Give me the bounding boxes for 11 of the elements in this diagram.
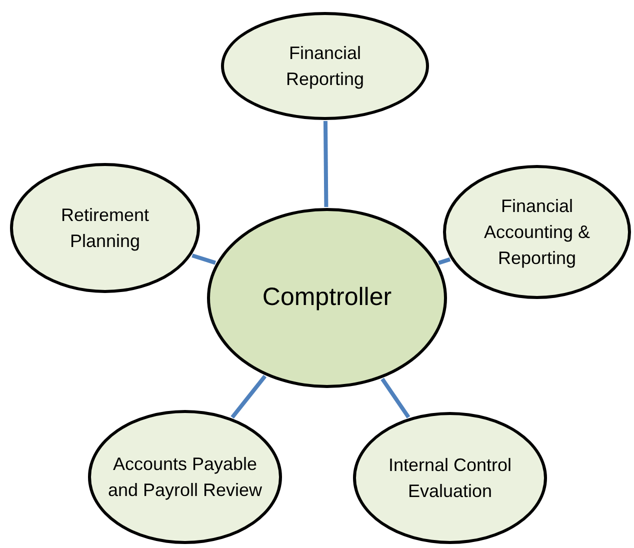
connector-line bbox=[192, 254, 216, 265]
node-label: Internal Control Evaluation bbox=[387, 454, 513, 503]
node-label: Financial Accounting & Reporting bbox=[482, 195, 592, 270]
node-label: Retirement Planning bbox=[60, 204, 150, 253]
node-label: Accounts Payable and Payroll Review bbox=[106, 453, 264, 502]
node-label: Financial Reporting bbox=[284, 42, 366, 91]
connector-line bbox=[438, 257, 451, 265]
connector-line bbox=[230, 374, 267, 419]
connector-line bbox=[323, 120, 328, 208]
node-label: Comptroller bbox=[261, 282, 393, 314]
connector-line bbox=[380, 378, 410, 418]
